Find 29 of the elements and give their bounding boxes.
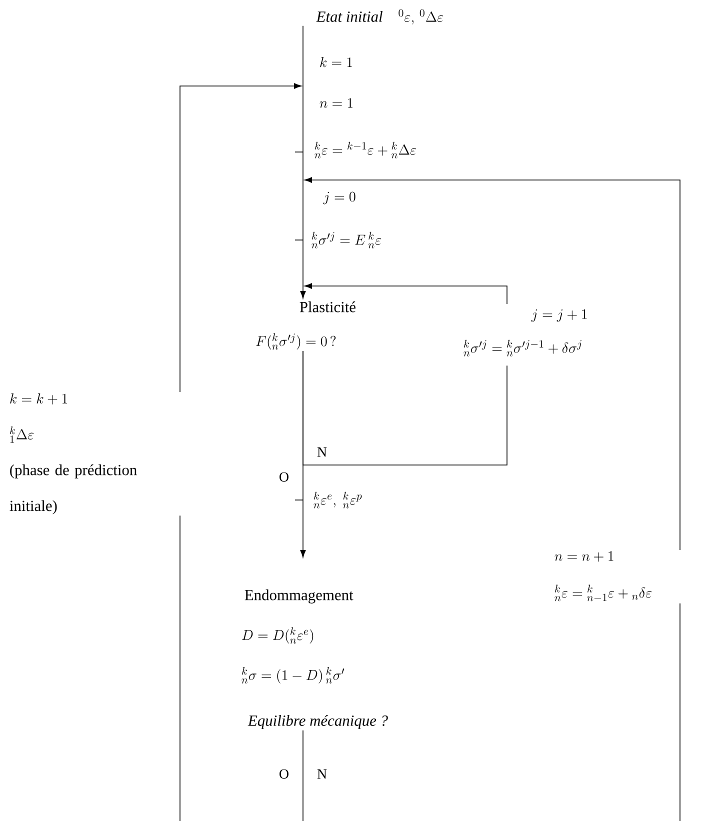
- step-text: ${}^{k}_{n}\varepsilon^{e},\ {}^{k}_{n}\varepsilon^{p}$: [314, 492, 362, 508]
- step-text: Plasticité $F({}^{k}_{n}\sigma'^{j}) = 0\,?$: [256, 301, 356, 350]
- step-text: $j=0$: [323, 192, 356, 204]
- arrow: [300, 500, 306, 558]
- flow-line: [302, 150, 304, 198]
- step-text: Etat initial ${}^{0}\varepsilon,\,{}^{0}\Delta\varepsilon$: [316, 9, 444, 24]
- flow-line: [302, 350, 508, 466]
- edge-label: N: [316, 446, 328, 458]
- flow-line: [302, 730, 304, 821]
- branch-label: O: [280, 769, 288, 779]
- step-text: $n = n+1$ ${}^{k}_{n}\varepsilon = {}^{k}_{n-1}\varepsilon + {}_{n}\delta\varepsilon$: [554, 551, 652, 602]
- arrow: [304, 283, 508, 304]
- flow-line: [302, 198, 304, 240]
- step-text: Endommagement $D = D({}^{k}_{n}\varepsilon^{e})$ ${}^{k}_{n}\sigma = (1-D)\,{}^{k}_{n}\sigma'$: [242, 589, 354, 684]
- step-text: $k = k+1$ ${}^{k}_{1}\Delta\varepsilon$ (phase de prédiction initiale): [10, 393, 137, 514]
- branch-label: N: [317, 769, 327, 779]
- step-text: $j = j+1$ ${}^{k}_{n}\sigma'^{j} = {}^{k}_{n}\sigma'^{j-1} + \delta\sigma^{j}$: [464, 309, 587, 356]
- step-text: $n=1$: [320, 98, 353, 108]
- edge-label: O: [278, 471, 290, 483]
- step-text: $k=1$: [320, 57, 352, 68]
- flow-line: [302, 26, 304, 62]
- arrow: [300, 240, 306, 299]
- arrow: [180, 83, 302, 392]
- step-text: Equilibre mécanique ?: [248, 715, 388, 729]
- flow-line: [302, 102, 304, 150]
- arrow: [304, 177, 680, 550]
- flow-line: [302, 62, 304, 104]
- step-text: ${}^{k}_{n}\sigma'^{j} = E\,{}^{k}_{n}\varepsilon$: [312, 232, 382, 248]
- step-text: ${}^{k}_{n}\varepsilon = {}^{k-1}\varepsilon + {}^{k}_{n}\Delta\varepsilon$: [314, 142, 416, 158]
